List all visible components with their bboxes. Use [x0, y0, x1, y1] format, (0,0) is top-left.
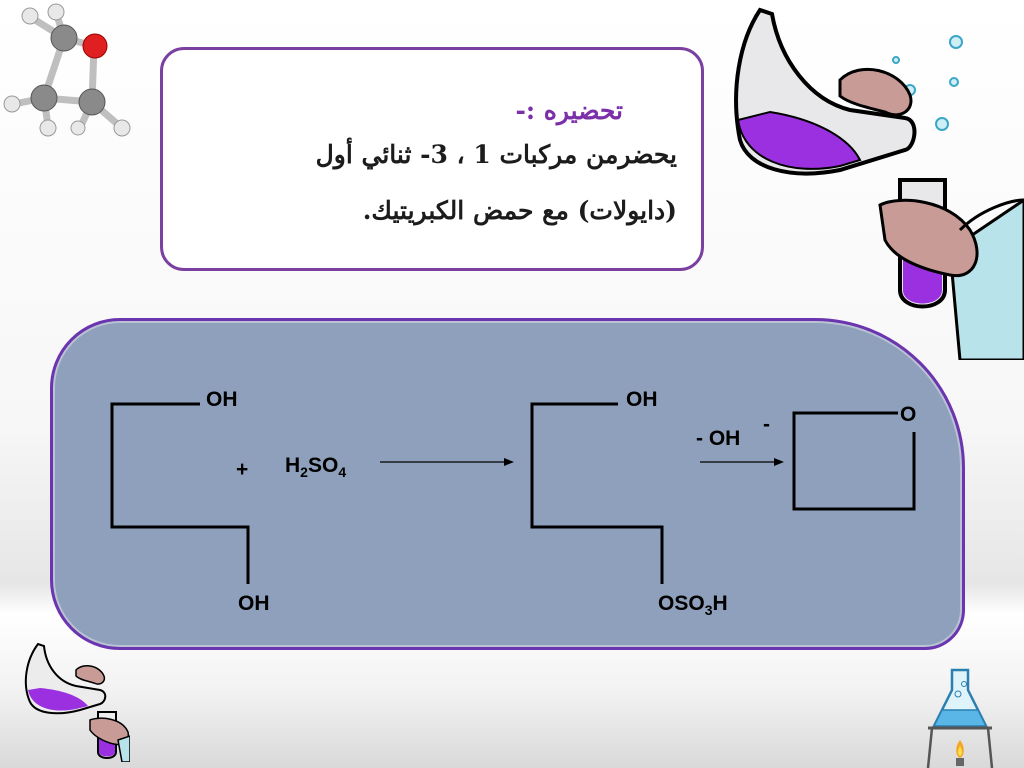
- hydroxide-elimination: - OH: [696, 427, 741, 450]
- reactant-skeleton: [110, 402, 250, 584]
- ring-oxygen: O: [900, 403, 917, 426]
- intermediate-top-oh: OH: [626, 388, 658, 411]
- reaction-panel: [50, 318, 965, 650]
- small-scientist-flask-icon: [24, 642, 130, 762]
- plus-sign: +: [236, 458, 249, 481]
- sulfuric-acid-label: H2SO4: [285, 454, 347, 481]
- instruction-text-box: تحضيره :- يحضرمن مركبات 1 ، 3- ثنائي أول…: [160, 47, 704, 271]
- preparation-line-1: يحضرمن مركبات 1 ، 3- ثنائي أول: [315, 140, 677, 169]
- reaction-arrow-1-head: [504, 458, 514, 466]
- scientist-pouring-flask-icon: [734, 7, 1024, 360]
- hydroxide-charge: -: [763, 413, 770, 436]
- sulfate-ester-group: OSO3H: [658, 592, 728, 619]
- intermediate-skeleton: [530, 402, 664, 584]
- reactant-bottom-oh: OH: [238, 592, 270, 615]
- reaction-arrow-2-head: [774, 458, 784, 466]
- preparation-line-2: (دايولات) مع حمض الكبريتيك.: [362, 196, 677, 225]
- oxetane-molecule-icon: [3, 3, 131, 137]
- bunsen-burner-flask-icon: [926, 668, 994, 768]
- oxetane-ring: [792, 411, 916, 511]
- preparation-title: تحضيره :-: [515, 96, 623, 125]
- reactant-top-oh: OH: [206, 388, 238, 411]
